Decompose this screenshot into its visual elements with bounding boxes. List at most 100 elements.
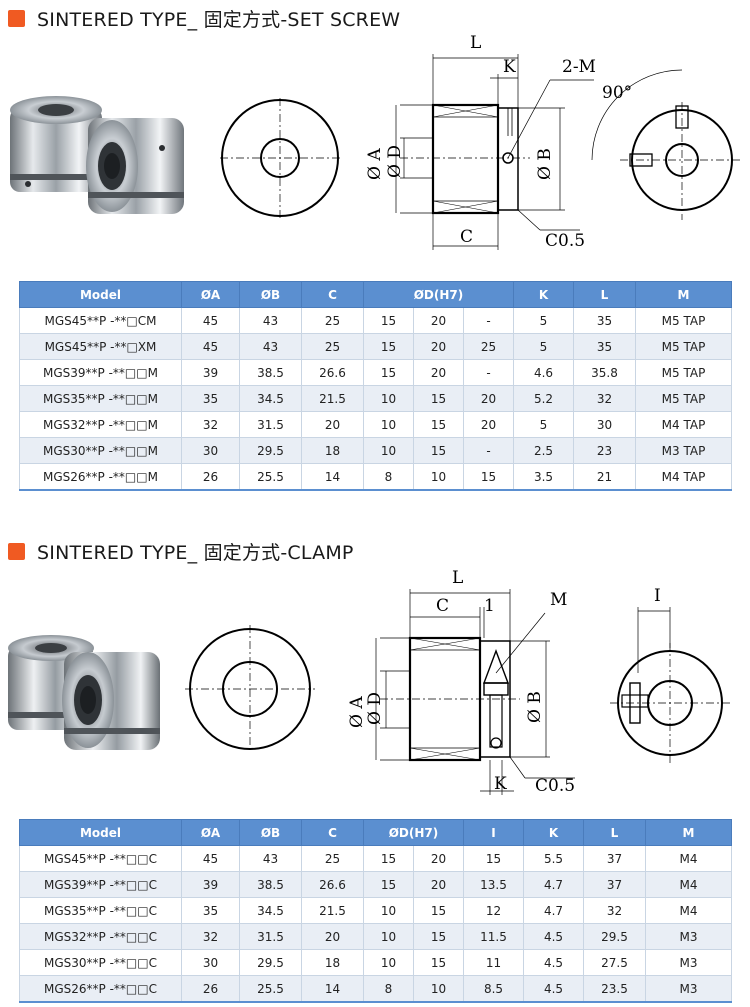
table-cell: 29.5 xyxy=(583,923,646,950)
table-cell: 4.5 xyxy=(523,975,584,1003)
table-cell: M5 TAP xyxy=(635,307,732,334)
section-clamp: SINTERED TYPE_ 固定方式-CLAMP xyxy=(0,533,750,1007)
col-header: K xyxy=(523,819,584,846)
table-cell: 37 xyxy=(583,845,646,872)
dim-OD: Ø D xyxy=(385,145,405,178)
section-title: SINTERED TYPE_ 固定方式-SET SCREW xyxy=(8,6,401,31)
table-cell: 5 xyxy=(513,333,574,360)
table-cell: 32 xyxy=(573,385,636,412)
table-cell: 14 xyxy=(301,463,364,491)
table-cell: 29.5 xyxy=(239,949,302,976)
table-cell: 45 xyxy=(181,307,240,334)
table-cell: 20 xyxy=(413,359,464,386)
dim-OB: Ø B xyxy=(525,691,545,723)
table-cell: 39 xyxy=(181,871,240,898)
table-cell: M5 TAP xyxy=(635,359,732,386)
col-header: ØB xyxy=(239,281,302,308)
table-cell: 5 xyxy=(513,307,574,334)
table-cell: 15 xyxy=(363,333,414,360)
table-cell: M3 xyxy=(645,923,732,950)
table-cell: 10 xyxy=(363,923,414,950)
table-cell: 15 xyxy=(363,871,414,898)
table-cell: 4.6 xyxy=(513,359,574,386)
table-cell: 23 xyxy=(573,437,636,464)
product-photo-set-screw xyxy=(10,96,184,214)
table-cell: 15 xyxy=(413,897,464,924)
table-cell: 4.5 xyxy=(523,923,584,950)
model-cell: MGS35**P -**□□C xyxy=(19,897,182,924)
table-cell: M5 TAP xyxy=(635,385,732,412)
col-header: ØD(H7) xyxy=(363,281,514,308)
dim-1: 1 xyxy=(484,596,495,616)
table-cell: 10 xyxy=(363,385,414,412)
table-cell: 45 xyxy=(181,333,240,360)
col-header: ØA xyxy=(181,819,240,846)
table-header: Model ØA ØB C ØD(H7) I K L M xyxy=(19,819,732,846)
table-cell: 18 xyxy=(301,437,364,464)
front-view-bore xyxy=(260,138,300,178)
table-cell: 15 xyxy=(413,385,464,412)
table-cell: M4 TAP xyxy=(635,463,732,491)
table-cell: 20 xyxy=(301,411,364,438)
dim-chamfer: C0.5 xyxy=(535,776,575,796)
table-cell: 25 xyxy=(301,845,364,872)
table-cell: 32 xyxy=(181,923,240,950)
table-cell: 2.5 xyxy=(513,437,574,464)
table-cell: 11.5 xyxy=(463,923,524,950)
table-cell: 35 xyxy=(573,307,636,334)
model-cell: MGS45**P -**□□C xyxy=(19,845,182,872)
col-header: K xyxy=(513,281,574,308)
table-cell: M4 TAP xyxy=(635,411,732,438)
section-title-text: SINTERED TYPE_ 固定方式-SET SCREW xyxy=(37,8,401,31)
dim-C: C xyxy=(460,227,473,247)
table-cell: 35 xyxy=(181,897,240,924)
table-cell: 37 xyxy=(583,871,646,898)
col-header: ØD(H7) xyxy=(363,819,464,846)
col-header: C xyxy=(301,281,364,308)
table-cell: 4.7 xyxy=(523,897,584,924)
table-cell: 21.5 xyxy=(301,897,364,924)
dim-OD: Ø D xyxy=(365,692,385,725)
spec-table-set-screw: Model ØA ØB C ØD(H7) K L M MGS45**P -**□… xyxy=(19,281,732,491)
dim-I: I xyxy=(654,586,661,606)
table-cell: 38.5 xyxy=(239,871,302,898)
table-cell: 10 xyxy=(363,411,414,438)
table-cell: M4 xyxy=(645,871,732,898)
table-cell: 8.5 xyxy=(463,975,524,1003)
table-cell: M3 xyxy=(645,975,732,1003)
col-header: ØB xyxy=(239,819,302,846)
table-cell: 15 xyxy=(363,307,414,334)
table-cell: 30 xyxy=(573,411,636,438)
table-cell: 39 xyxy=(181,359,240,386)
dim-OA: Ø A xyxy=(365,148,385,180)
dim-OA: Ø A xyxy=(347,696,367,728)
dim-chamfer: C0.5 xyxy=(545,231,585,251)
model-cell: MGS32**P -**□□C xyxy=(19,923,182,950)
table-cell: 27.5 xyxy=(583,949,646,976)
model-cell: MGS39**P -**□□C xyxy=(19,871,182,898)
model-cell: MGS35**P -**□□M xyxy=(19,385,182,412)
table-cell: 15 xyxy=(363,845,414,872)
dim-K: K xyxy=(494,774,507,794)
section-set-screw: SINTERED TYPE_ 固定方式-SET SCREW xyxy=(8,6,740,491)
col-header: I xyxy=(463,819,524,846)
table-cell: 25 xyxy=(301,333,364,360)
table-cell: 35 xyxy=(573,333,636,360)
table-cell: 43 xyxy=(239,333,302,360)
table-cell: 43 xyxy=(239,307,302,334)
table-cell: 10 xyxy=(363,949,414,976)
table-cell: 21.5 xyxy=(301,385,364,412)
table-cell: 10 xyxy=(413,975,464,1003)
table-cell: 32 xyxy=(181,411,240,438)
table-cell: 34.5 xyxy=(239,385,302,412)
table-cell: 4.5 xyxy=(523,949,584,976)
table-cell: 31.5 xyxy=(239,923,302,950)
model-cell: MGS39**P -**□□M xyxy=(19,359,182,386)
product-photo-clamp xyxy=(8,635,160,750)
